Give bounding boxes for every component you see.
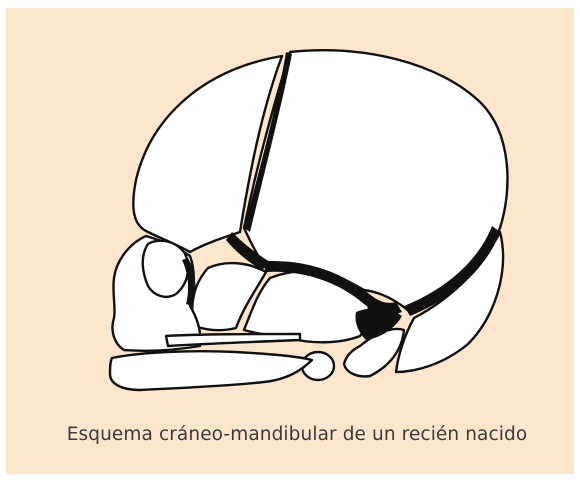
maxilla-suture [182, 258, 196, 306]
coronal-suture [244, 52, 292, 232]
squamosal-suture [262, 261, 402, 315]
orbit [141, 239, 190, 298]
zygomatic-arch [164, 332, 302, 348]
occipital-lower [342, 327, 406, 378]
mastoid-fontanelle [355, 307, 402, 340]
skull-illustration [108, 48, 509, 392]
sphenoid-fontanelle [226, 232, 270, 270]
parietal-bone [242, 48, 509, 314]
lambdoid-suture [404, 226, 500, 316]
mandible [108, 350, 314, 392]
figure-caption: Esquema cráneo-mandibular de un recién n… [66, 424, 528, 445]
temporal-bone [191, 261, 268, 332]
